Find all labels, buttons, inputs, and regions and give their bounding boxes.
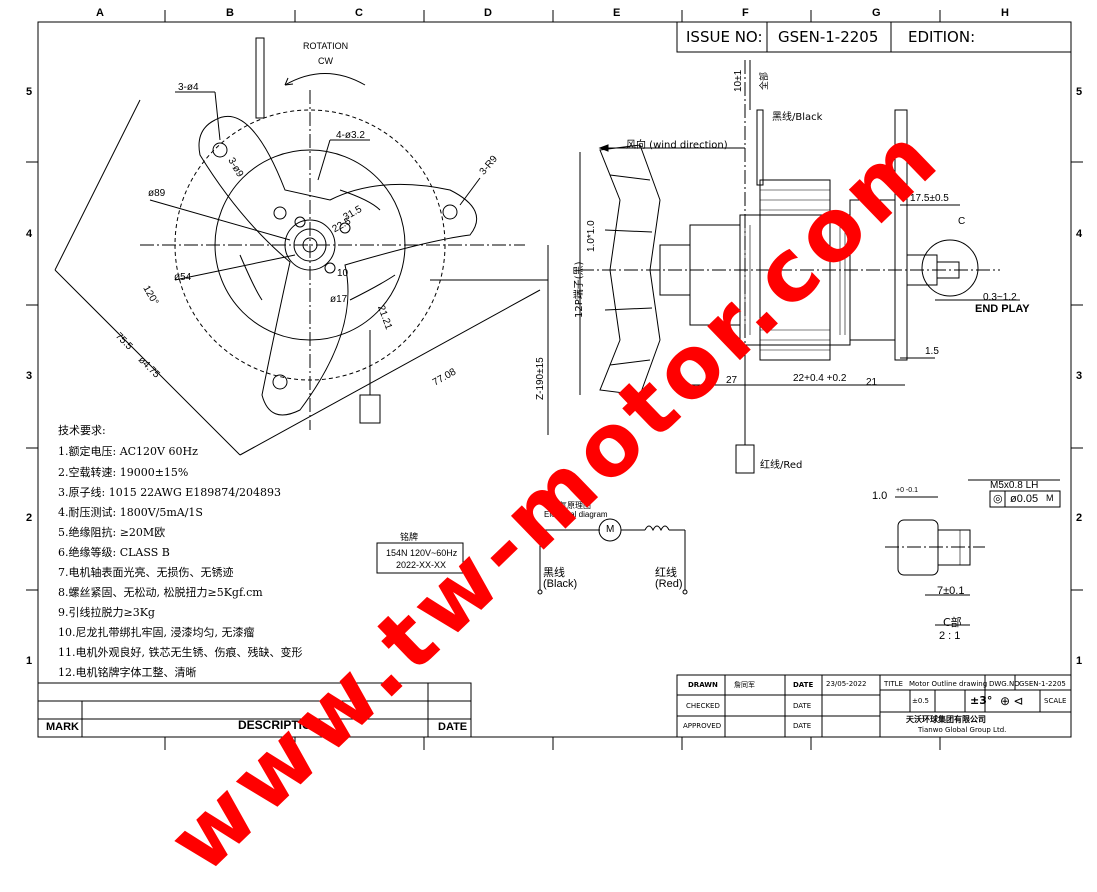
dim-outer-dia: ø89	[148, 188, 166, 199]
revision-mark: MARK	[46, 721, 79, 733]
row-label: 2	[26, 512, 33, 524]
shaft-length-dim: 17.5±0.5	[910, 193, 949, 204]
fan-dim: 1.0*1.0	[586, 220, 597, 252]
detail-caption: C部	[943, 616, 962, 629]
red-wire-label: 红线/Red	[760, 460, 803, 471]
row-label: 2	[1076, 512, 1083, 524]
date-label: DATE	[793, 722, 812, 730]
projection-icon: ⊕ ⊲	[1000, 694, 1024, 708]
title-value: Motor Outline drawing	[909, 680, 988, 688]
row-label: 4	[1076, 228, 1083, 240]
top-wire-note: 全部	[760, 71, 770, 90]
date-label: DATE	[793, 702, 812, 710]
scale-label: SCALE	[1044, 697, 1067, 705]
motor-symbol: M	[606, 524, 615, 535]
requirement-item: 10.尼龙扎带绑扎牢固, 浸漆均匀, 无漆瘤	[58, 626, 255, 639]
black-wire-en: (Black)	[543, 578, 578, 590]
column-label: A	[96, 7, 104, 19]
requirement-item: 6.绝缘等级: CLASS B	[58, 546, 170, 559]
revision-date: DATE	[438, 721, 468, 733]
drawing-sheet	[26, 10, 1083, 750]
linear-tolerance: ±0.5	[912, 697, 929, 705]
dim-21-side: 21	[866, 377, 878, 388]
date-label: DATE	[793, 681, 814, 689]
nameplate-line1: 154N 120V~60Hz	[386, 548, 458, 558]
end-play-range: 0.3~1.2	[983, 292, 1017, 303]
detail-c-marker: C	[958, 216, 966, 227]
column-label: C	[355, 7, 363, 19]
column-label: B	[226, 7, 234, 19]
company-en: Tianwo Global Group Ltd.	[918, 726, 1007, 734]
column-label: F	[742, 7, 749, 19]
row-label: 1	[26, 655, 33, 667]
red-wire-en: (Red)	[655, 578, 683, 590]
issue-label: ISSUE NO:	[686, 28, 763, 46]
title-label: TITLE	[884, 680, 903, 688]
requirement-item: 8.螺丝紧固、无松动, 松脱扭力≥5Kgf.cm	[58, 586, 263, 599]
dwg-no-label: DWG.NO	[989, 680, 1020, 688]
tolerance-modifier: M	[1046, 493, 1054, 503]
dim-shaft-dia: ø17	[330, 294, 348, 305]
requirement-item: 12.电机铭牌字体工整、清晰	[58, 666, 197, 679]
column-label: D	[484, 7, 492, 19]
requirement-item: 7.电机轴表面光亮、无损伤、无锈迹	[58, 566, 234, 579]
requirement-item: 5.绝缘阻抗: ≥20M欧	[58, 526, 166, 539]
dim-inner-dia: ø54	[174, 272, 192, 283]
end-play-label: END PLAY	[975, 303, 1030, 315]
requirement-item: 1.额定电压: AC120V 60Hz	[58, 445, 198, 458]
thread-spec: M5x0.8 LH	[990, 480, 1039, 491]
row-label: 1	[1076, 655, 1083, 667]
concentricity-tolerance: ø0.05	[1010, 493, 1039, 505]
column-label: G	[872, 7, 881, 19]
angle-tolerance: ±3°	[970, 694, 993, 707]
detail-dim-1: 1.0	[872, 490, 888, 502]
row-label: 3	[1076, 370, 1083, 382]
detail-dim-1-tol: +0 -0.1	[896, 487, 918, 494]
requirement-item: 11.电机外观良好, 铁芯无生锈、伤痕、残缺、变形	[58, 646, 303, 659]
requirement-item: 3.原子线: 1015 22AWG E189874/204893	[58, 486, 281, 499]
drawn-label: DRAWN	[688, 681, 718, 689]
row-label: 4	[26, 228, 33, 240]
revision-description: DESCRIPTION	[238, 718, 321, 732]
drawn-by: 詹同军	[734, 681, 755, 689]
row-label: 3	[26, 370, 33, 382]
fan-terminal-label: 12P端子(黑)	[574, 261, 585, 318]
date-value: 23/05-2022	[826, 680, 867, 688]
requirement-item: 2.空载转速: 19000±15%	[58, 466, 189, 479]
concentric-symbol: ◎	[993, 493, 1003, 505]
electrical-title-en: Electrical diagram	[544, 510, 608, 519]
dim-1-5: 1.5	[925, 346, 939, 357]
rotation-label: ROTATION	[303, 41, 349, 51]
column-label: E	[613, 7, 621, 19]
dim-27: 27	[726, 375, 738, 386]
issue-number: GSEN-1-2205	[778, 28, 879, 46]
company-cn: 天沃环球集团有限公司	[906, 715, 986, 724]
requirement-item: 9.引线拉脱力≥3Kg	[58, 606, 155, 619]
electrical-title: 电气原理图	[551, 501, 591, 510]
nameplate-caption: 铭牌	[400, 533, 419, 543]
detail-scale: 2 : 1	[939, 630, 961, 642]
approved-label: APPROVED	[683, 722, 722, 730]
dwg-no: GSEN-1-2205	[1019, 680, 1066, 688]
column-label: H	[1001, 7, 1009, 19]
dim-mounting-holes: 3-ø4	[178, 82, 199, 93]
requirements-title: 技术要求:	[58, 424, 106, 437]
row-label: 5	[1076, 86, 1083, 98]
nameplate-line2: 2022-XX-XX	[396, 560, 447, 570]
checked-label: CHECKED	[686, 702, 720, 710]
requirement-item: 4.耐压测试: 1800V/5mA/1S	[58, 506, 203, 519]
dim-10: 10	[337, 268, 349, 279]
rotation-direction: CW	[318, 56, 333, 66]
top-wire-dim: 10±1	[733, 69, 744, 92]
black-wire-cn: 黑线	[543, 566, 565, 579]
wind-direction-label: 风向 (wind direction)	[626, 140, 728, 151]
black-wire-label: 黑线/Black	[772, 112, 823, 123]
row-label: 5	[26, 86, 33, 98]
detail-dim-7: 7±0.1	[937, 585, 965, 597]
lead-length-dim: Z-190±15	[535, 357, 546, 400]
dim-22-tol: 22+0.4 +0.2	[793, 373, 847, 384]
dim-screw-holes: 4-ø3.2	[336, 130, 365, 141]
red-wire-cn: 红线	[655, 566, 677, 579]
edition-label: EDITION:	[908, 28, 976, 46]
